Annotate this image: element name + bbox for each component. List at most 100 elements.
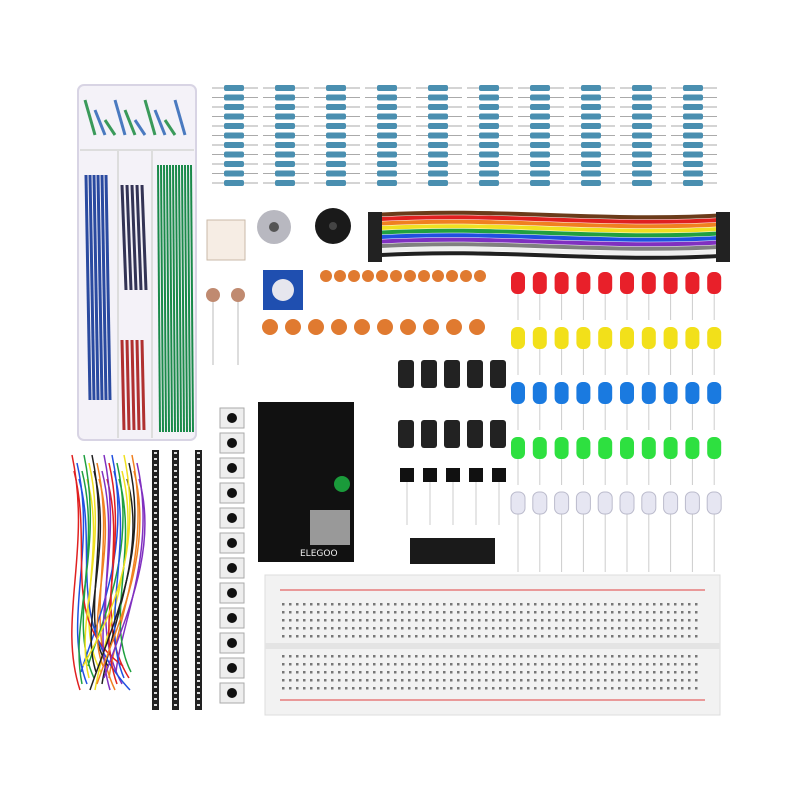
transistor — [492, 468, 506, 482]
breadboard-hole — [583, 671, 586, 674]
resistor — [326, 104, 346, 110]
breadboard-hole — [338, 671, 341, 674]
breadboard-hole — [611, 603, 614, 606]
ribbon-wire — [371, 224, 729, 233]
breadboard-hole — [681, 627, 684, 630]
breadboard-hole — [534, 619, 537, 622]
breadboard-hole — [569, 611, 572, 614]
pin — [197, 572, 200, 574]
breadboard-hole — [359, 603, 362, 606]
breadboard-hole — [513, 611, 516, 614]
breadboard-hole — [422, 611, 425, 614]
breadboard-hole — [331, 619, 334, 622]
resistor — [428, 132, 448, 139]
breadboard-hole — [541, 655, 544, 658]
pin — [197, 452, 200, 454]
breadboard-hole — [555, 687, 558, 690]
breadboard-hole — [632, 655, 635, 658]
resistor — [479, 104, 499, 110]
breadboard-hole — [345, 611, 348, 614]
breadboard-hole — [345, 635, 348, 638]
breadboard-hole — [338, 679, 341, 682]
breadboard-hole — [576, 627, 579, 630]
resistor — [275, 94, 295, 101]
breadboard-hole — [478, 603, 481, 606]
breadboard-hole — [415, 687, 418, 690]
breadboard-hole — [401, 663, 404, 666]
breadboard-hole — [562, 619, 565, 622]
ceramic-capacitor — [460, 270, 472, 282]
resistor — [581, 180, 601, 186]
breadboard-hole — [506, 655, 509, 658]
button-cap — [227, 513, 237, 523]
breadboard-hole — [338, 619, 341, 622]
breadboard-hole — [513, 635, 516, 638]
breadboard-hole — [471, 627, 474, 630]
transistor — [400, 468, 414, 482]
breadboard-hole — [422, 655, 425, 658]
breadboard-hole — [604, 611, 607, 614]
resistor — [377, 142, 397, 148]
breadboard-hole — [310, 671, 313, 674]
breadboard-hole — [625, 627, 628, 630]
breadboard-hole — [534, 611, 537, 614]
breadboard-hole — [492, 611, 495, 614]
breadboard-hole — [282, 671, 285, 674]
jumper-wire-box — [77, 84, 197, 441]
electrolytic-capacitor — [421, 420, 437, 448]
breadboard-hole — [562, 679, 565, 682]
resistor — [377, 85, 397, 91]
breadboard-hole — [303, 679, 306, 682]
breadboard-hole — [576, 635, 579, 638]
resistor — [275, 132, 295, 139]
led — [598, 382, 613, 404]
breadboard-hole — [527, 627, 530, 630]
breadboard-hole — [513, 627, 516, 630]
breadboard-hole — [520, 671, 523, 674]
breadboard-hole — [408, 627, 411, 630]
resistor — [377, 170, 397, 177]
breadboard-hole — [688, 635, 691, 638]
breadboard-hole — [611, 611, 614, 614]
resistor — [377, 113, 397, 120]
pin — [174, 548, 177, 550]
led — [706, 491, 722, 515]
breadboard-hole — [611, 687, 614, 690]
ceramic-capacitor — [469, 319, 485, 335]
breadboard-hole — [667, 627, 670, 630]
breadboard-hole — [632, 687, 635, 690]
pin — [197, 632, 200, 634]
mini-wire — [173, 99, 187, 136]
pin — [174, 626, 177, 628]
breadboard-hole — [569, 627, 572, 630]
breadboard-hole — [345, 663, 348, 666]
breadboard-hole — [296, 619, 299, 622]
breadboard-hole — [562, 671, 565, 674]
resistor — [428, 161, 448, 167]
breadboard-hole — [506, 679, 509, 682]
ceramic-capacitors — [262, 270, 486, 335]
red-wire — [140, 339, 146, 431]
breadboard-hole — [338, 611, 341, 614]
pin — [174, 698, 177, 700]
pin — [197, 554, 200, 556]
resistor — [479, 142, 499, 148]
breadboard-hole — [611, 655, 614, 658]
pin — [154, 608, 157, 610]
breadboard-hole — [555, 619, 558, 622]
breadboard-hole — [443, 655, 446, 658]
breadboard-hole — [485, 671, 488, 674]
electrolytic-capacitors — [398, 360, 506, 448]
breadboard-hole — [611, 627, 614, 630]
breadboard-hole — [415, 635, 418, 638]
resistor — [428, 94, 448, 101]
resistor — [275, 123, 295, 129]
breadboard-hole — [604, 603, 607, 606]
breadboard-hole — [646, 635, 649, 638]
breadboard-hole — [415, 663, 418, 666]
breadboard-hole — [408, 663, 411, 666]
pin — [197, 620, 200, 622]
breadboard-hole — [310, 679, 313, 682]
breadboard-hole — [499, 663, 502, 666]
breadboard-hole — [296, 635, 299, 638]
